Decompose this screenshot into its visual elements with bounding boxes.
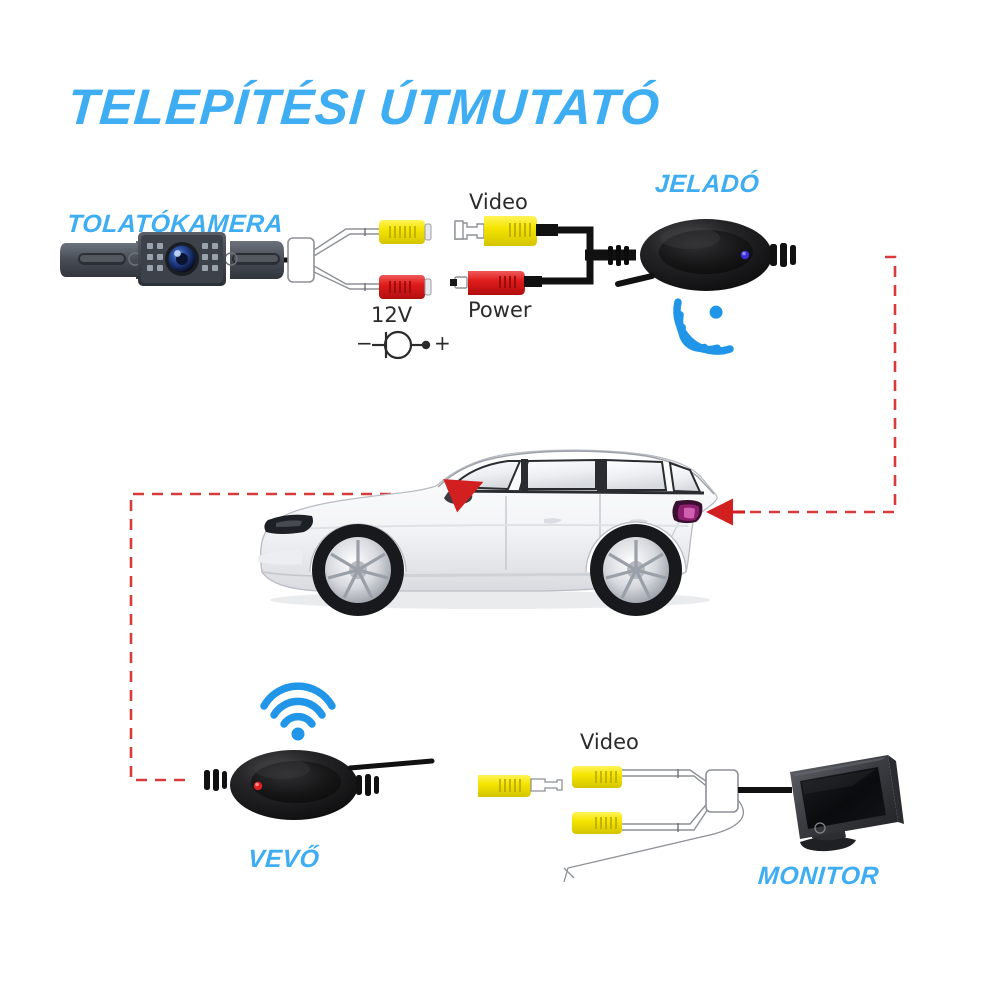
connector-video-male-transmitter <box>454 216 558 246</box>
polarity-symbol-12v <box>372 330 431 360</box>
receiver-input-cable <box>182 769 236 791</box>
label-video-top: Video <box>469 190 528 214</box>
page-title: TELEPÍTÉSI ÚTMUTATÓ <box>66 79 663 135</box>
rear-wheel <box>590 524 682 616</box>
receiver-led <box>253 781 263 791</box>
camera-cable-splitter <box>287 228 381 291</box>
connector-power-male-transmitter <box>450 271 542 295</box>
monitor-screen <box>800 767 886 829</box>
connector-power-female-camera <box>379 275 432 299</box>
label-camera: TOLATÓKAMERA <box>66 210 285 238</box>
transmitter-input-cable <box>542 226 636 285</box>
wifi-icon-transmitter <box>673 298 734 355</box>
ir-led-array-right <box>202 243 218 271</box>
receiver-device <box>230 750 482 820</box>
label-transmitter: JELADÓ <box>654 170 761 198</box>
front-wheel <box>312 524 404 616</box>
label-video-bottom: Video <box>580 730 639 754</box>
label-polarity-plus: + <box>434 331 451 355</box>
wireless-link-car-to-receiver <box>129 492 410 782</box>
wifi-icon-receiver <box>260 682 336 741</box>
transmitter-led <box>740 250 750 260</box>
label-power-top: Power <box>468 298 532 322</box>
wireless-link-transmitter-to-car <box>706 255 897 526</box>
connector-video-female-camera <box>379 220 432 244</box>
label-polarity-minus: − <box>356 331 373 355</box>
car-illustration <box>258 449 718 616</box>
label-monitor: MONITOR <box>757 862 881 890</box>
camera-device <box>60 232 292 286</box>
transmitter-device <box>615 219 889 291</box>
monitor-device <box>790 755 904 852</box>
mount-arrow-front <box>443 479 484 513</box>
ir-led-array-left <box>147 243 163 271</box>
connector-video-male-receiver <box>478 775 563 797</box>
label-voltage: 12V <box>371 303 413 327</box>
label-receiver: VEVŐ <box>247 845 321 873</box>
